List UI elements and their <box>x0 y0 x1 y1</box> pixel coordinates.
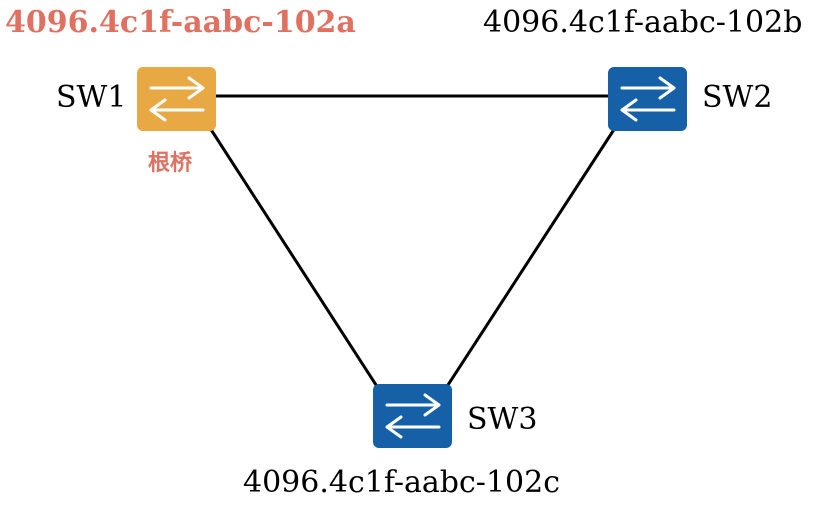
bridge-id-sw3: 4096.4c1f-aabc-102c <box>243 465 561 500</box>
switch-icon <box>373 384 452 448</box>
switch-name-sw1: SW1 <box>56 80 127 115</box>
switch-sw3[interactable] <box>373 384 452 448</box>
bridge-id-sw1: 4096.4c1f-aabc-102a <box>5 5 356 40</box>
link-sw1-sw3 <box>208 127 380 389</box>
switch-sw2[interactable] <box>608 67 687 131</box>
switch-icon <box>608 67 687 131</box>
switch-icon <box>137 67 216 131</box>
switch-name-sw2: SW2 <box>702 80 773 115</box>
bridge-id-sw2: 4096.4c1f-aabc-102b <box>483 5 803 40</box>
root-bridge-label: 根桥 <box>148 151 193 176</box>
switch-name-sw3: SW3 <box>467 402 538 437</box>
link-sw2-sw3 <box>444 127 617 389</box>
switch-sw1[interactable] <box>137 67 216 131</box>
